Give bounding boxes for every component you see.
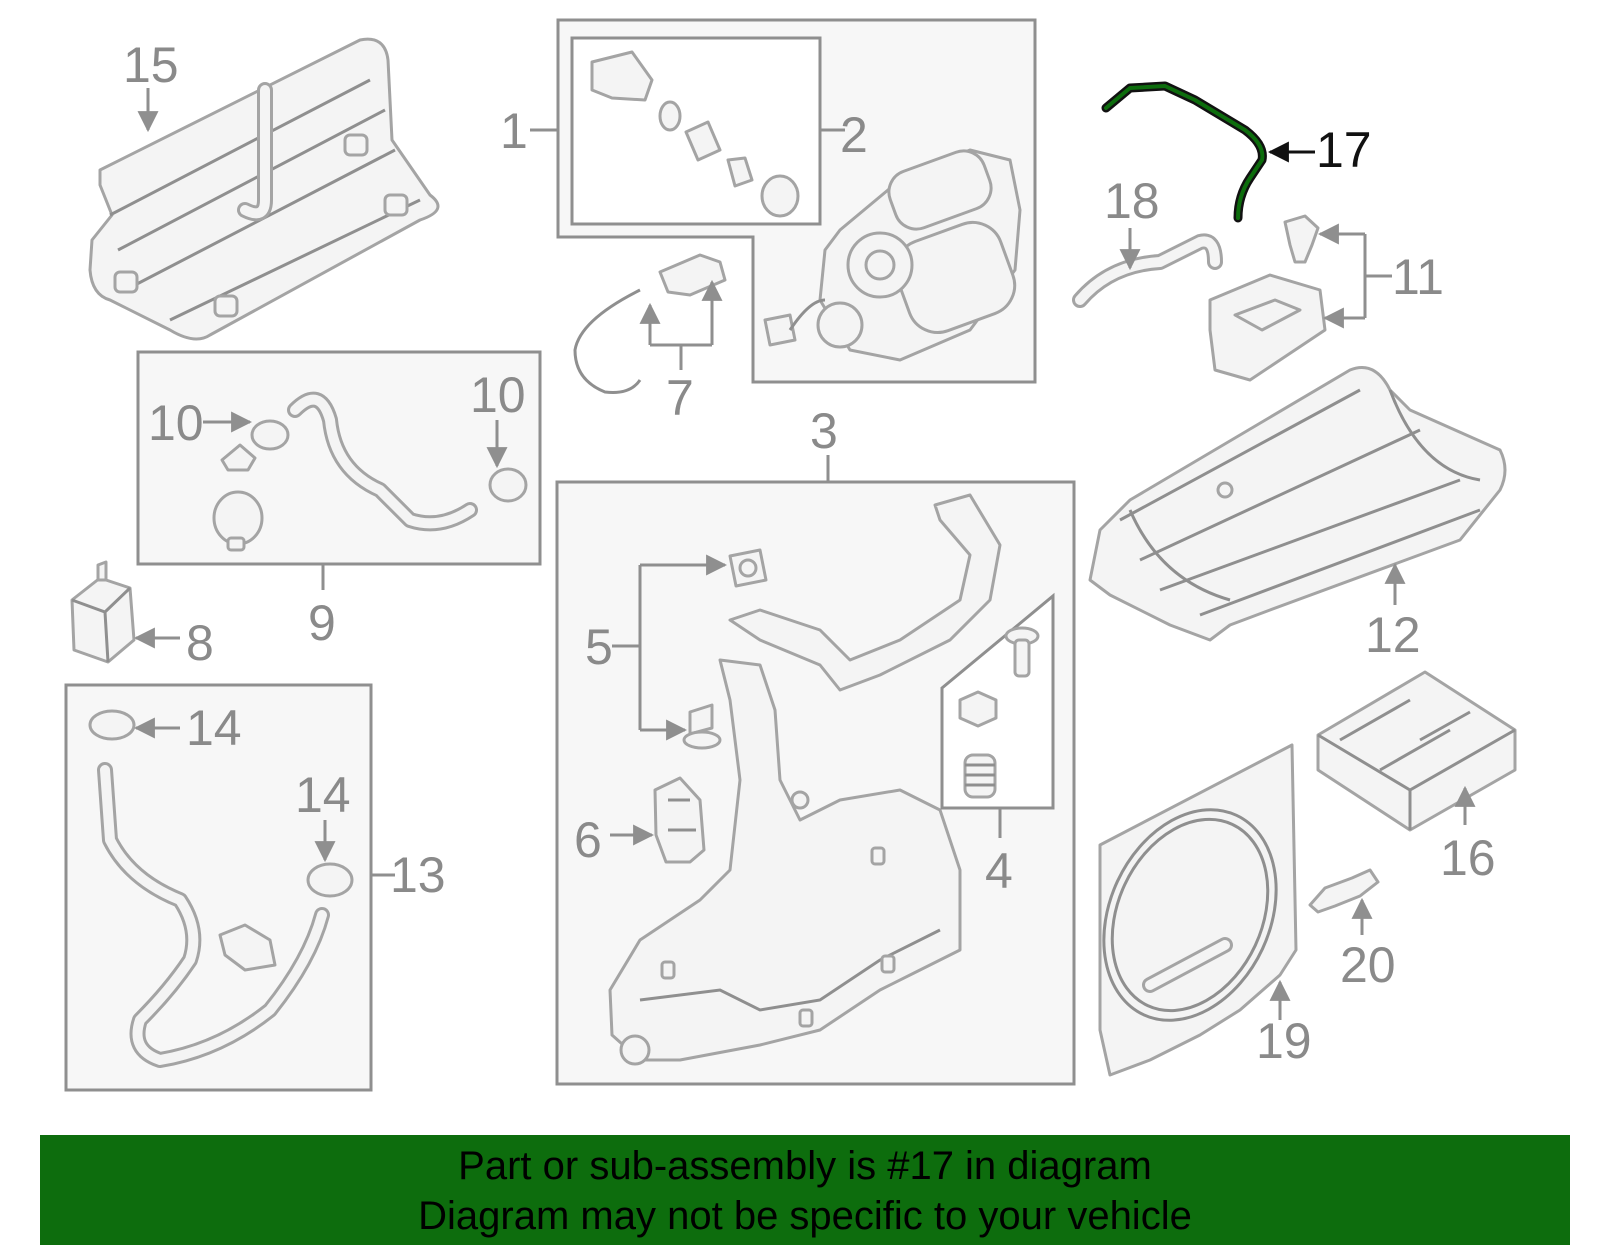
part-1-compressor: [763, 148, 1022, 362]
part-19-cover: [1098, 743, 1298, 1077]
part-8-sensor: [70, 560, 180, 664]
label-2: 2: [840, 107, 868, 163]
label-9: 9: [308, 595, 336, 651]
part-4-mount-kit: [958, 626, 1040, 799]
label-19: 19: [1256, 1013, 1312, 1069]
part-18-line: [1072, 228, 1223, 308]
part-11-bracket: [1208, 214, 1392, 382]
part-5-mounts: [612, 548, 768, 750]
label-16: 16: [1440, 830, 1496, 886]
label-7: 7: [666, 370, 694, 426]
label-12: 12: [1365, 607, 1421, 663]
part-17-hose: [1101, 81, 1315, 223]
label-13: 13: [390, 847, 446, 903]
label-3: 3: [810, 403, 838, 459]
part-7-fitting: [573, 253, 727, 394]
label-6: 6: [574, 812, 602, 868]
part-3-bracket-assembly: [608, 493, 1002, 1066]
label-10-right: 10: [470, 367, 526, 423]
part-6-clip: [610, 776, 706, 864]
part-13-hose: [88, 709, 354, 1068]
label-10-left: 10: [148, 395, 204, 451]
info-banner: Part or sub-assembly is #17 in diagram D…: [40, 1135, 1570, 1245]
label-18: 18: [1104, 173, 1160, 229]
part-9-hose: [203, 391, 528, 552]
label-11: 11: [1392, 249, 1444, 305]
label-4: 4: [985, 843, 1013, 899]
part-20-pin: [1308, 868, 1380, 935]
label-8: 8: [186, 615, 214, 671]
part-16-control-module: [1316, 670, 1517, 832]
part-15-tray: [88, 37, 440, 341]
label-15: 15: [123, 37, 179, 93]
part-2-valve-kit: [590, 50, 800, 218]
label-5: 5: [585, 619, 613, 675]
banner-line-1: Part or sub-assembly is #17 in diagram: [458, 1144, 1152, 1188]
label-1: 1: [500, 103, 528, 159]
label-14-bottom: 14: [295, 767, 351, 823]
banner-line-2: Diagram may not be specific to your vehi…: [418, 1194, 1192, 1238]
label-14-top: 14: [186, 700, 242, 756]
part-12-reservoir: [1088, 366, 1507, 642]
label-20: 20: [1340, 937, 1396, 993]
label-17: 17: [1316, 122, 1372, 178]
